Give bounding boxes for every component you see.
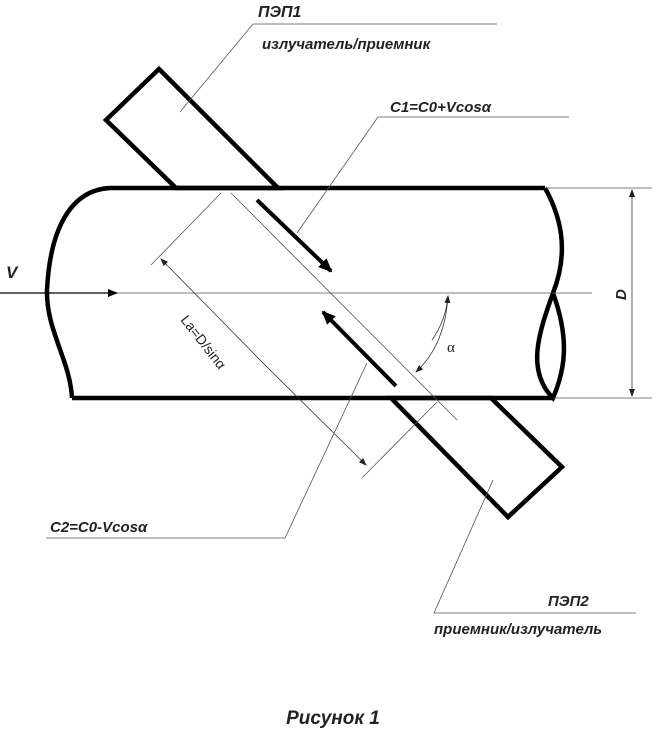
pep2-leader (433, 479, 636, 614)
pep1-leader (179, 23, 497, 113)
c2-wave-arrow (321, 310, 398, 388)
pep2-label: ПЭП2 (548, 593, 589, 610)
la-dimension-line (160, 258, 263, 363)
velocity-label: V (6, 263, 19, 282)
angle-arc (431, 295, 451, 341)
c1-leader (296, 116, 569, 234)
pep1-role-label: излучатель/приемник (262, 36, 432, 53)
la-extension-top (150, 192, 222, 266)
pipe-right-break (534, 186, 567, 402)
c1-formula: C1=C0+Vcosα (390, 99, 492, 116)
pep2-role-label: приемник/излучатель (434, 621, 602, 638)
c2-formula: C2=C0-Vcosα (50, 519, 148, 536)
acoustic-path-line (230, 192, 458, 421)
la-extension-bottom (361, 401, 438, 479)
la-dimension-line (261, 361, 367, 466)
figure-caption: Рисунок 1 (286, 708, 380, 729)
c1-wave-arrow (255, 198, 333, 273)
pep1-label: ПЭП1 (258, 4, 302, 21)
angle-label: α (447, 340, 455, 356)
angle-arc (415, 295, 449, 373)
transducer-1 (102, 65, 284, 191)
transducer-2 (385, 395, 566, 521)
diameter-label: D (613, 289, 630, 300)
pipe-left-break (44, 185, 111, 399)
c2-leader (46, 362, 368, 539)
